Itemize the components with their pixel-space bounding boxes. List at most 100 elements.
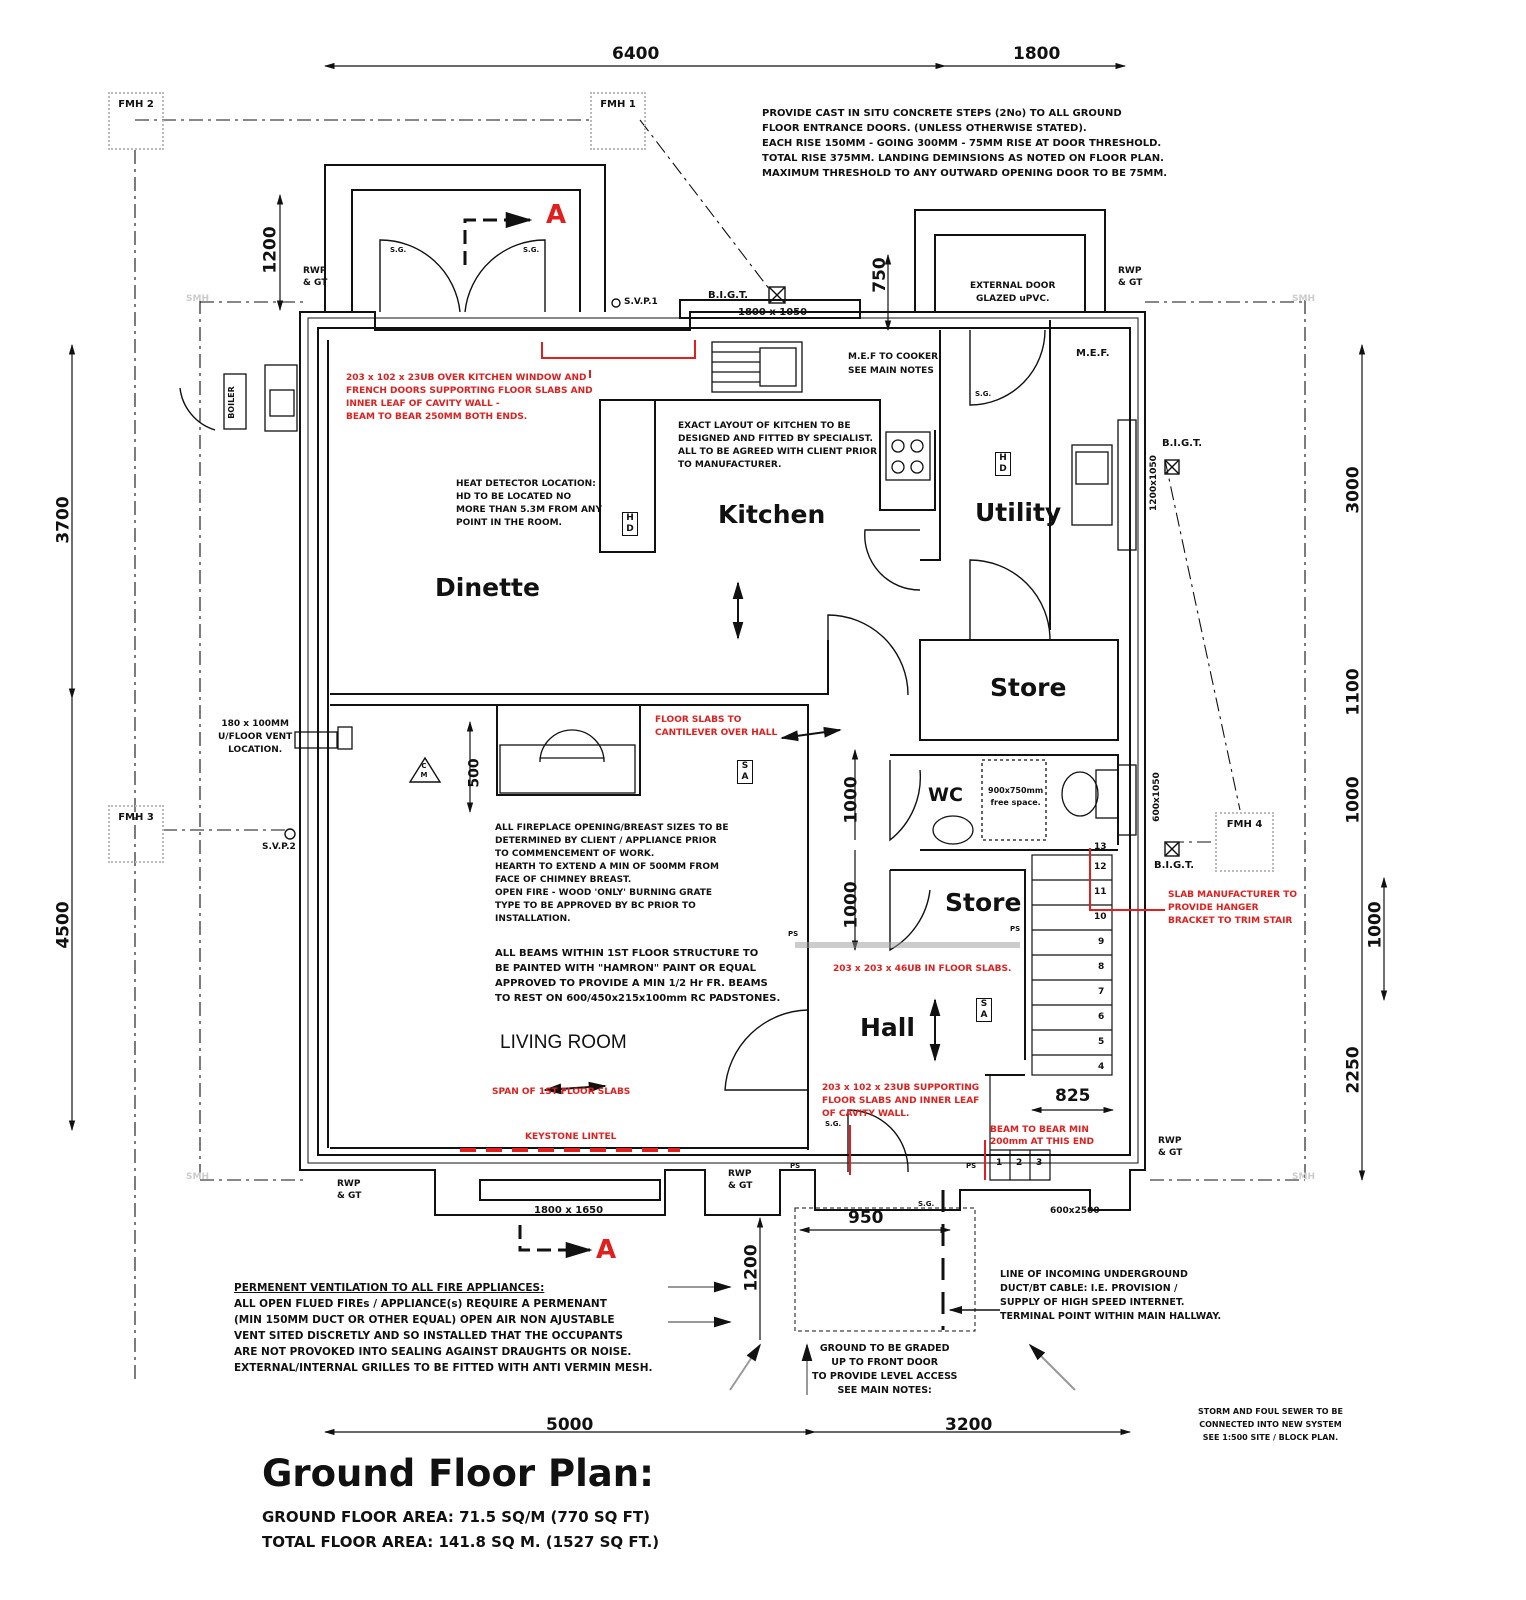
drainage-lines — [134, 119, 1306, 1380]
manhole-smh-br: SMH — [1292, 1172, 1315, 1182]
note-heat-detector: HEAT DETECTOR LOCATION:HD TO BE LOCATED … — [456, 479, 602, 528]
note-fireplace: ALL FIREPLACE OPENING/BREAST SIZES TO BE… — [495, 823, 729, 924]
dim-bottom-right: 3200 — [945, 1415, 993, 1435]
note-span: SPAN OF 1ST FLOOR SLABS — [492, 1087, 631, 1097]
stair-number-10: 10 — [1094, 912, 1107, 922]
label-sg-5: S.G. — [918, 1200, 935, 1208]
stair-number-11: 11 — [1094, 887, 1107, 897]
label-sa-1: S A — [737, 760, 753, 784]
dim-hall-1000a: 1000 — [841, 776, 862, 824]
dim-hall-1000b: 1000 — [841, 881, 862, 929]
beam-lines — [460, 340, 1165, 1180]
label-rwp-tr: RWP& GT — [1118, 266, 1143, 288]
fixtures — [223, 341, 1137, 845]
label-window-living: 1800 x 1650 — [534, 1205, 604, 1216]
section-line — [463, 211, 1000, 1330]
label-ps-4: PS — [966, 1162, 977, 1170]
dim-front-1200: 1200 — [741, 1244, 762, 1292]
section-mark-bottom: A — [596, 1235, 617, 1265]
stairs — [989, 854, 1113, 1181]
label-ps-2: PS — [1010, 925, 1021, 933]
manhole-smh-tr: SMH — [1292, 294, 1315, 304]
label-sg-2: S.G. — [523, 246, 540, 254]
stair-number-2: 2 — [1016, 1158, 1023, 1168]
label-sg-1: S.G. — [390, 246, 407, 254]
room-dinette: Dinette — [435, 573, 540, 602]
dim-stair-825: 825 — [1055, 1086, 1091, 1106]
label-rwp-bm: RWP& GT — [728, 1169, 753, 1191]
dim-top-left: 6400 — [612, 44, 660, 64]
door-swings — [179, 239, 1051, 1173]
stair-number-8: 8 — [1098, 962, 1105, 972]
dim-porch-750: 750 — [869, 257, 890, 293]
label-window-utility: 1200x1050 — [1148, 455, 1159, 511]
room-utility: Utility — [975, 498, 1062, 527]
room-kitchen: Kitchen — [718, 500, 826, 529]
section-mark-top: A — [546, 200, 567, 230]
manhole-fmh2: FMH 2 — [108, 92, 164, 150]
stair-number-6: 6 — [1098, 1012, 1105, 1022]
stair-number-7: 7 — [1098, 987, 1105, 997]
span-arrows — [543, 581, 941, 1095]
page-title: Ground Floor Plan: — [262, 1452, 654, 1495]
manhole-fmh3: FMH 3 — [108, 805, 164, 863]
dim-right-1100: 1100 — [1343, 668, 1364, 716]
stair-number-13: 13 — [1094, 842, 1107, 852]
dim-left-4500: 4500 — [53, 901, 74, 949]
label-ps-3: PS — [790, 1162, 801, 1170]
note-beam-hall: 203 x 203 x 46UB IN FLOOR SLABS. — [833, 964, 1012, 974]
room-hall: Hall — [860, 1013, 915, 1042]
label-sa-2: S A — [976, 998, 992, 1022]
room-store-upper: Store — [990, 673, 1067, 702]
manhole-smh-tl: SMH — [186, 294, 209, 304]
stair-number-1: 1 — [996, 1158, 1003, 1168]
label-hd-2: H D — [995, 452, 1011, 476]
label-sg-3: S.G. — [975, 390, 992, 398]
dim-porch-1200: 1200 — [260, 226, 281, 274]
dim-breast-500: 500 — [466, 758, 483, 788]
room-living: LIVING ROOM — [500, 1032, 627, 1053]
dim-top-right: 1800 — [1013, 44, 1061, 64]
label-window-front: 600x2500 — [1050, 1206, 1100, 1216]
label-sg-4: S.G. — [825, 1120, 842, 1128]
label-svp2: S.V.P.2 — [262, 842, 296, 852]
label-bigt-right: B.I.G.T. — [1162, 438, 1203, 449]
note-beam-kitchen: 203 x 102 x 23UB OVER KITCHEN WINDOW AND… — [346, 373, 593, 422]
note-ventilation: PERMENENT VENTILATION TO ALL FIRE APPLIA… — [234, 1282, 653, 1374]
label-rwp-tl: RWP& GT — [303, 266, 328, 288]
note-steps: PROVIDE CAST IN SITU CONCRETE STEPS (2No… — [762, 108, 1168, 179]
note-keystone: KEYSTONE LINTEL — [525, 1132, 617, 1142]
stair-number-4: 4 — [1098, 1062, 1105, 1072]
porches — [324, 164, 1106, 1332]
label-hd-1: H D — [622, 512, 638, 536]
stair-number-9: 9 — [1098, 937, 1105, 947]
label-bigt-top: B.I.G.T. — [708, 290, 749, 301]
manhole-fmh1: FMH 1 — [590, 92, 646, 150]
vent-arrows — [668, 1281, 1076, 1395]
stair-number-3: 3 — [1036, 1158, 1043, 1168]
room-wc: WC — [928, 784, 963, 806]
ground-floor-area: GROUND FLOOR AREA: 71.5 SQ/M (770 SQ FT) — [262, 1508, 650, 1526]
label-window-wc: 600x1050 — [1151, 772, 1162, 822]
external-walls — [299, 311, 1146, 1216]
total-floor-area: TOTAL FLOOR AREA: 141.8 SQ M. (1527 SQ F… — [262, 1533, 660, 1551]
manhole-smh-bl: SMH — [186, 1172, 209, 1182]
label-ps-1: PS — [788, 930, 799, 938]
dim-bottom-left: 5000 — [546, 1415, 594, 1435]
dimension-lines — [68, 62, 1388, 1436]
dim-right-1000a: 1000 — [1343, 776, 1364, 824]
label-rwp-br: RWP& GT — [1158, 1136, 1183, 1158]
dim-right-2250: 2250 — [1343, 1046, 1364, 1094]
manhole-fmh4: FMH 4 — [1215, 812, 1274, 872]
